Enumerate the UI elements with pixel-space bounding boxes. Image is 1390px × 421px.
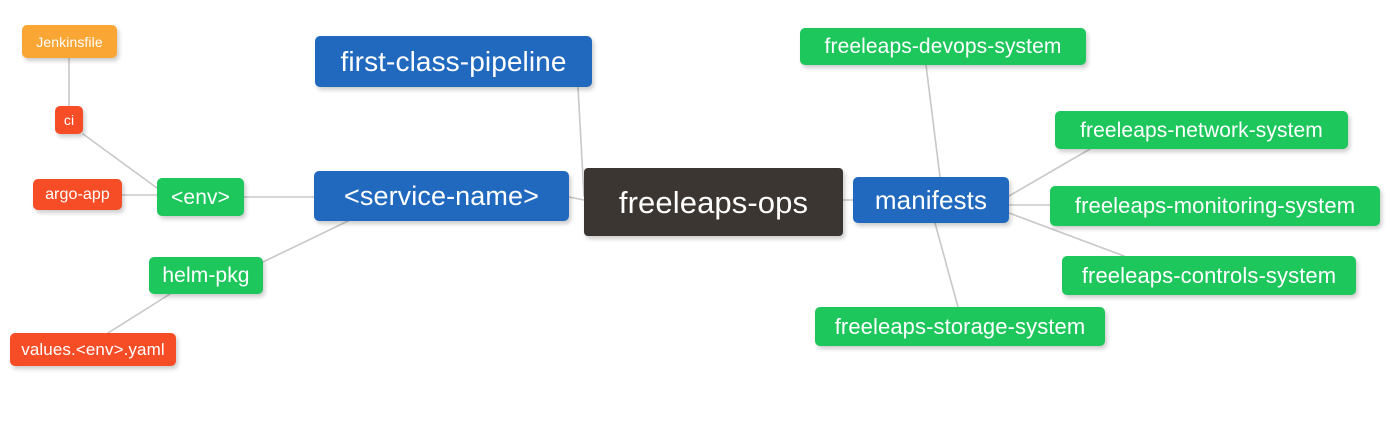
mindmap-node-manifests[interactable]: manifests [853,177,1009,223]
mindmap-node-label: helm-pkg [162,264,250,287]
mindmap-node-values-env-yaml[interactable]: values.<env>.yaml [10,333,176,366]
mindmap-node-freeleaps-ops[interactable]: freeleaps-ops [584,168,843,236]
mindmap-node-label: freeleaps-controls-system [1081,262,1337,288]
mindmap-node-first-class-pipeline[interactable]: first-class-pipeline [315,36,592,87]
mindmap-node-label: Jenkinsfile [36,33,103,50]
mindmap-node-label: freeleaps-devops-system [824,35,1062,58]
mindmap-node-label: ci [63,112,75,128]
edge-manifests-to-freeleaps-devops-system [925,64,941,178]
mindmap-node-label: freeleaps-monitoring-system [1074,193,1356,218]
mindmap-node-label: argo-app [45,185,110,203]
edge-helm-pkg-to-values-env-yaml [107,293,171,334]
mindmap-node-label: freeleaps-storage-system [834,313,1086,339]
mindmap-node-label: manifests [874,185,988,215]
mindmap-node-ci[interactable]: ci [55,106,83,134]
mindmap-node-freeleaps-monitoring-system[interactable]: freeleaps-monitoring-system [1050,186,1380,226]
mindmap-node-label: <service-name> [344,180,539,211]
mindmap-node-argo-app[interactable]: argo-app [33,179,122,210]
mindmap-node-label: freeleaps-network-system [1080,118,1323,142]
mindmap-node-helm-pkg[interactable]: helm-pkg [149,257,263,294]
mindmap-node-freeleaps-devops-system[interactable]: freeleaps-devops-system [800,28,1086,65]
edge-freeleaps-ops-to-service-name [568,196,585,201]
mindmap-node-freeleaps-controls-system[interactable]: freeleaps-controls-system [1062,256,1356,295]
mindmap-node-label: values.<env>.yaml [21,340,165,359]
mindmap-node-label: freeleaps-ops [618,184,809,220]
edge-service-name-to-helm-pkg [262,220,349,263]
mindmap-node-label: first-class-pipeline [340,45,567,77]
mindmap-node-freeleaps-network-system[interactable]: freeleaps-network-system [1055,111,1348,149]
edge-manifests-to-freeleaps-storage-system [934,222,959,308]
mindmap-node-jenkinsfile[interactable]: Jenkinsfile [22,25,117,58]
mindmap-node-freeleaps-storage-system[interactable]: freeleaps-storage-system [815,307,1105,346]
mindmap-node-label: <env> [171,185,230,209]
mindmap-node-service-name[interactable]: <service-name> [314,171,569,221]
mindmap-node-env[interactable]: <env> [157,178,244,216]
